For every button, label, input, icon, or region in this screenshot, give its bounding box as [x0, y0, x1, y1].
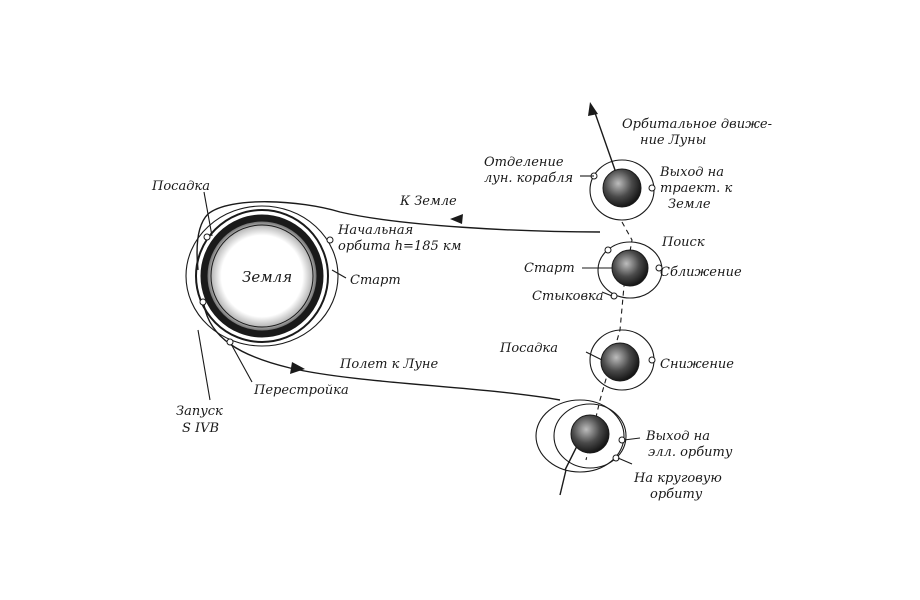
launch-leader	[197, 329, 211, 401]
moon-bottom-line-2	[559, 469, 567, 496]
moon-separation	[589, 159, 656, 221]
earth	[195, 209, 329, 343]
earth-outer-ring	[195, 209, 329, 343]
start-earth-leader	[331, 269, 347, 279]
separation-label-2: лун. корабля	[484, 171, 573, 186]
translunar-trajectory	[203, 304, 561, 401]
exit-traj-label-1: Выход на	[659, 165, 724, 180]
docking-label: Стыковка	[532, 289, 604, 304]
moon-rendezvous	[597, 241, 663, 300]
launch-label-2: S IVB	[182, 421, 219, 436]
node-restructure	[226, 338, 234, 346]
circular-label-1: На круговую	[633, 471, 722, 486]
landing-moon-label: Посадка	[499, 341, 558, 356]
search-label: Поиск	[661, 235, 705, 250]
start-moon-label: Старт	[524, 261, 575, 276]
node-landing	[203, 233, 211, 241]
exit-traj-label-3: Земле	[668, 197, 711, 212]
exit-ell-label-1: Выход на	[645, 429, 710, 444]
exit-ell-label-2: элл. орбиту	[648, 445, 733, 460]
node-launch	[199, 298, 207, 306]
exit-traj-label-2: траект. к	[660, 181, 732, 196]
parking-orbit	[185, 205, 339, 347]
circular-label-2: орбиту	[650, 487, 703, 502]
initial-orbit-label-1: Начальная	[337, 223, 413, 238]
moon-motion-label-2: ние Луны	[640, 133, 706, 148]
moon-orbit-insertion	[535, 399, 627, 473]
earth-inner-ring	[210, 224, 314, 328]
reentry-path	[196, 213, 209, 271]
node-initial-orbit	[326, 236, 334, 244]
restructure-label: Перестройка	[253, 383, 349, 398]
start-earth-label: Старт	[350, 273, 401, 288]
launch-label-1: Запуск	[176, 404, 223, 419]
restructure-leader	[229, 341, 253, 383]
descent-label: Снижение	[660, 357, 734, 372]
earth-label: Земля	[242, 268, 292, 286]
earth-body	[200, 214, 324, 338]
separation-label-1: Отделение	[484, 155, 564, 170]
circular-leader	[617, 457, 633, 465]
landing-earth-label: Посадка	[151, 179, 210, 194]
translunar-arrowhead	[290, 362, 305, 374]
landing-earth-leader	[203, 191, 213, 237]
moon-orbital-motion-arrowhead	[588, 102, 598, 116]
to-earth-label: К Земле	[399, 194, 457, 209]
return-trajectory	[207, 201, 601, 233]
flight-to-moon-label: Полет к Луне	[339, 357, 438, 372]
moon-motion-label-1: Орбитальное движе-	[622, 117, 772, 132]
moon-landing	[589, 329, 656, 391]
approach-label: Сближение	[660, 265, 742, 280]
landing-moon-leader	[585, 351, 603, 361]
return-arrowhead	[450, 214, 463, 224]
initial-orbit-label-2: орбита h=185 км	[338, 239, 461, 254]
docking-leader	[601, 291, 613, 297]
exit-ell-leader	[623, 437, 641, 441]
